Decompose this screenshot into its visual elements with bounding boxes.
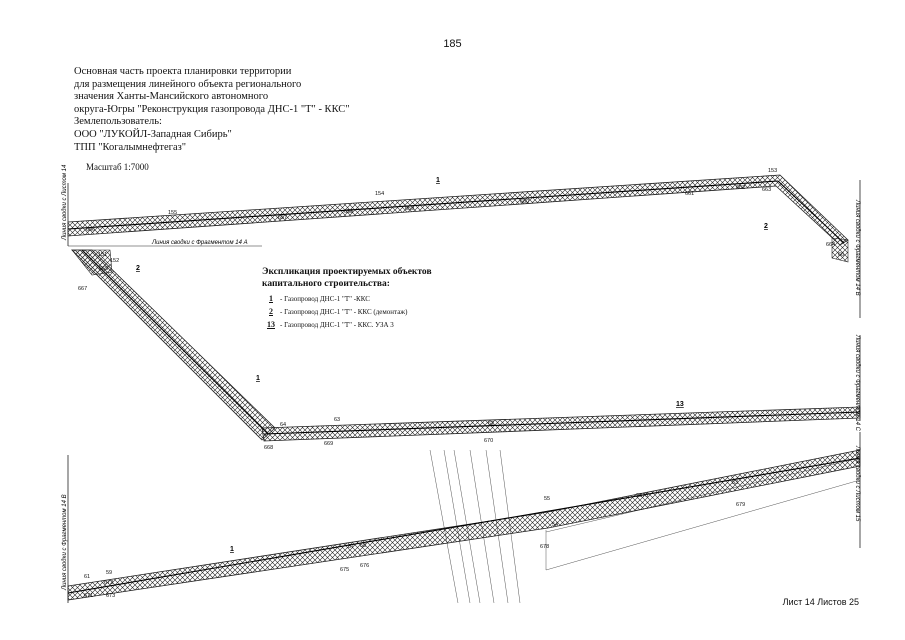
point-label: 659 [405, 206, 414, 212]
point-label: 657 [278, 215, 287, 221]
point-label: 664 [826, 242, 835, 248]
legend-item: 13 - Газопровод ДНС-1 "Т" - ККС. УЗА 3 [262, 320, 432, 329]
point-label: 62 [488, 421, 494, 427]
point-label: 669 [324, 441, 333, 447]
title-line: значения Ханты-Мансийского автономного [74, 91, 269, 103]
point-label: 662 [736, 185, 745, 191]
point-label: 152 [110, 258, 119, 264]
point-label: 154 [375, 191, 384, 197]
edge-label-bottom-left: Линия сводки с Фрагментом 14 В [62, 494, 68, 591]
pipeline-corridor-middle [261, 406, 861, 442]
point-label: 671 [84, 593, 93, 599]
line-marker: 1 [256, 375, 260, 382]
legend-item-text: - Газопровод ДНС-1 "Т" -ККС [280, 294, 370, 303]
pipeline-axis-diagonal [81, 249, 269, 435]
title-line: Основная часть проекта планировки террит… [74, 66, 292, 77]
edge-label-top-left: Линия сводки с Листом 14 [62, 164, 68, 241]
edge-label-right-mid: Линия сводки с Фрагментом 14 С [854, 334, 860, 432]
legend-title: Экспликация проектируемых объектов [262, 267, 432, 277]
point-label: 660 [520, 199, 529, 205]
point-label: 670 [484, 438, 493, 444]
point-label: 64 [280, 422, 286, 428]
edge-label-right-top: Линия сводки с Фрагментом 14 В [854, 199, 860, 296]
point-label: 54 [552, 522, 558, 528]
sheet-footer: Лист 14 Листов 25 [782, 597, 859, 607]
point-label: 61 [84, 574, 90, 580]
pipeline-node-left [71, 249, 113, 276]
point-label: 672 [104, 580, 113, 586]
pipeline-axis-bottom [67, 457, 861, 594]
scale-label: Масштаб 1:7000 [86, 162, 149, 172]
legend-item: 2 - Газопровод ДНС-1 "Т" - ККС (демонтаж… [262, 307, 432, 316]
point-label: 661 [685, 191, 694, 197]
legend-item-number: 1 [269, 294, 273, 303]
line-marker: 13 [676, 401, 684, 408]
pipeline-corridor-top [67, 174, 849, 246]
point-label: 676 [360, 563, 369, 569]
legend-item-number: 13 [267, 320, 275, 329]
legend-item: 1 - Газопровод ДНС-1 "Т" -ККС [262, 294, 432, 303]
point-label: 58 [360, 543, 366, 549]
title-line: для размещения линейного объекта региона… [74, 78, 302, 90]
legend-item-text: - Газопровод ДНС-1 "Т" - ККС (демонтаж) [280, 307, 408, 316]
point-label: 668 [264, 445, 273, 451]
point-label: 656 [86, 227, 95, 233]
title-block: Основная часть проекта планировки террит… [74, 66, 350, 154]
point-label: 678 [540, 544, 549, 550]
edge-label-top-mid: Линия сводки с Фрагментом 14 А [151, 240, 248, 246]
title-line: округа-Югры "Реконструкция газопровода Д… [74, 103, 350, 115]
point-label: 2370 [636, 493, 648, 499]
title-line: ООО "ЛУКОЙЛ-Западная Сибирь" [74, 128, 232, 140]
point-label: 57 [348, 544, 354, 550]
line-marker: 1 [230, 546, 234, 553]
pipeline-axis-top [67, 180, 779, 230]
legend: Экспликация проектируемых объектов капит… [262, 266, 432, 329]
legend-item-text: - Газопровод ДНС-1 "Т" - ККС. УЗА 3 [280, 320, 394, 329]
edge-label-right-bottom: Линия сводки с Листом 15 [854, 445, 860, 522]
point-label: 665 [99, 266, 108, 272]
line-marker: 1 [436, 177, 440, 184]
point-label: 153 [768, 168, 777, 174]
point-label: 66 [838, 252, 844, 258]
point-label: 679 [736, 502, 745, 508]
point-label: 675 [340, 567, 349, 573]
title-line: ТПП "Когалымнефтегаз" [74, 141, 187, 153]
point-label: 658 [344, 209, 353, 215]
point-label: 151 [98, 252, 107, 258]
pipeline-stub-right [831, 237, 849, 263]
line-marker: 2 [136, 265, 140, 272]
page-number: 185 [443, 38, 462, 50]
pipeline-axis-middle [263, 411, 861, 435]
point-label: 63 [334, 417, 340, 423]
legend-item-number: 2 [269, 307, 273, 316]
point-label: 53 [732, 480, 738, 486]
point-label: 663 [762, 187, 771, 193]
line-marker: 2 [764, 223, 768, 230]
point-label: 59 [106, 570, 112, 576]
title-line: Землепользователь: [74, 116, 162, 128]
legend-title: капитального строительства: [262, 279, 390, 289]
point-label: 55 [544, 496, 550, 502]
point-label: 667 [78, 286, 87, 292]
point-label: 155 [168, 210, 177, 216]
point-label: 673 [106, 593, 115, 599]
pipeline-axis-top [777, 180, 845, 244]
